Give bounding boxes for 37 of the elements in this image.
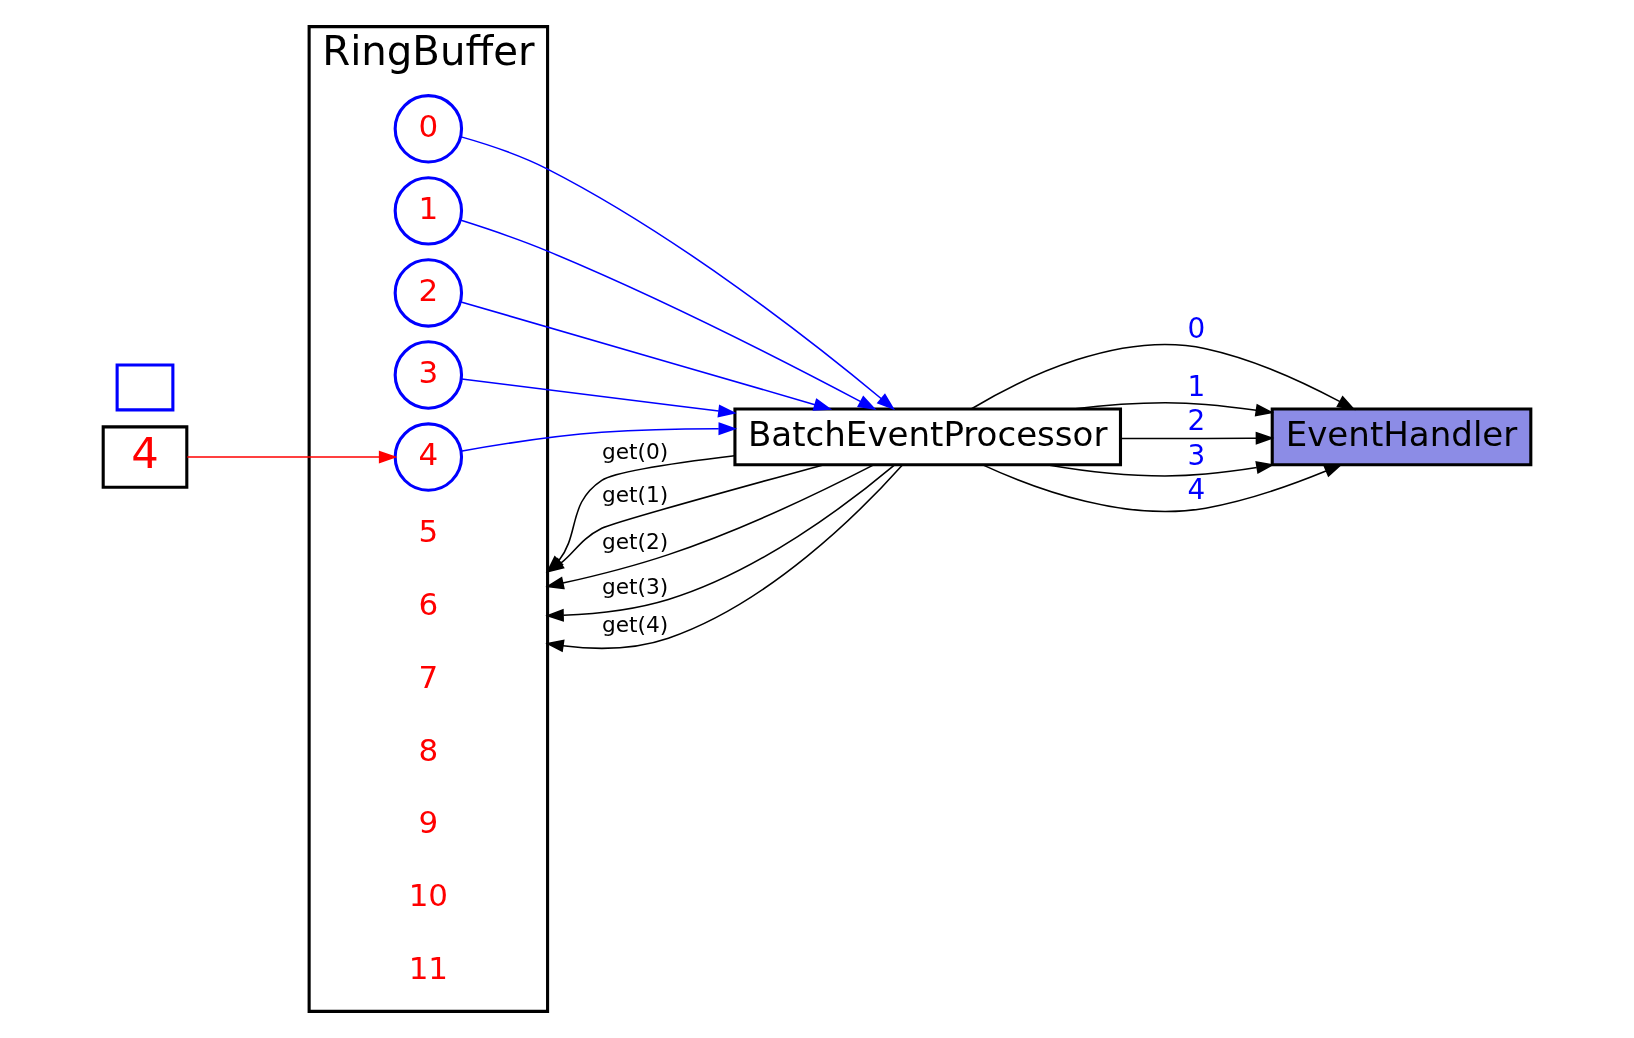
arrow: [1072, 402, 1275, 417]
arrow: [1047, 461, 1275, 477]
node-box: [115, 363, 175, 412]
arrow: [970, 343, 1356, 411]
node-circle: 3: [393, 340, 464, 410]
node-text: 9: [418, 804, 439, 841]
edge-label: get(0): [601, 438, 669, 464]
arrow: [460, 422, 738, 452]
edge-label: 0: [1187, 312, 1206, 346]
node-text: 10: [408, 877, 449, 914]
edge-label: get(4): [601, 612, 669, 638]
node-text: 5: [418, 513, 439, 550]
edge-label: get(2): [601, 528, 669, 554]
arrow: [186, 450, 398, 464]
arrow: [459, 219, 877, 411]
arrow: [459, 300, 833, 411]
node-box: EventHandler: [1270, 407, 1533, 467]
edge-label: 1: [1187, 369, 1206, 403]
arrow: [981, 463, 1343, 513]
node-text: 11: [408, 949, 449, 986]
edge-label: 3: [1187, 439, 1206, 473]
node-box: 4: [101, 425, 189, 489]
node-text: 8: [418, 731, 439, 768]
node-circle: 1: [393, 176, 464, 246]
edge-label: 2: [1187, 403, 1206, 437]
arrow: [459, 135, 896, 411]
node-text: 7: [418, 658, 439, 695]
node-text: 6: [418, 586, 439, 622]
node-circle: 2: [393, 258, 464, 328]
arrow: [460, 378, 737, 418]
edge-label: 4: [1187, 473, 1206, 507]
node-circle: 0: [393, 94, 464, 164]
node-box: BatchEventProcessor: [733, 407, 1123, 467]
node-circle: 4: [393, 422, 464, 492]
edge-label: get(3): [601, 573, 669, 599]
edge-label: get(1): [601, 482, 669, 508]
arrow: [1120, 431, 1275, 445]
